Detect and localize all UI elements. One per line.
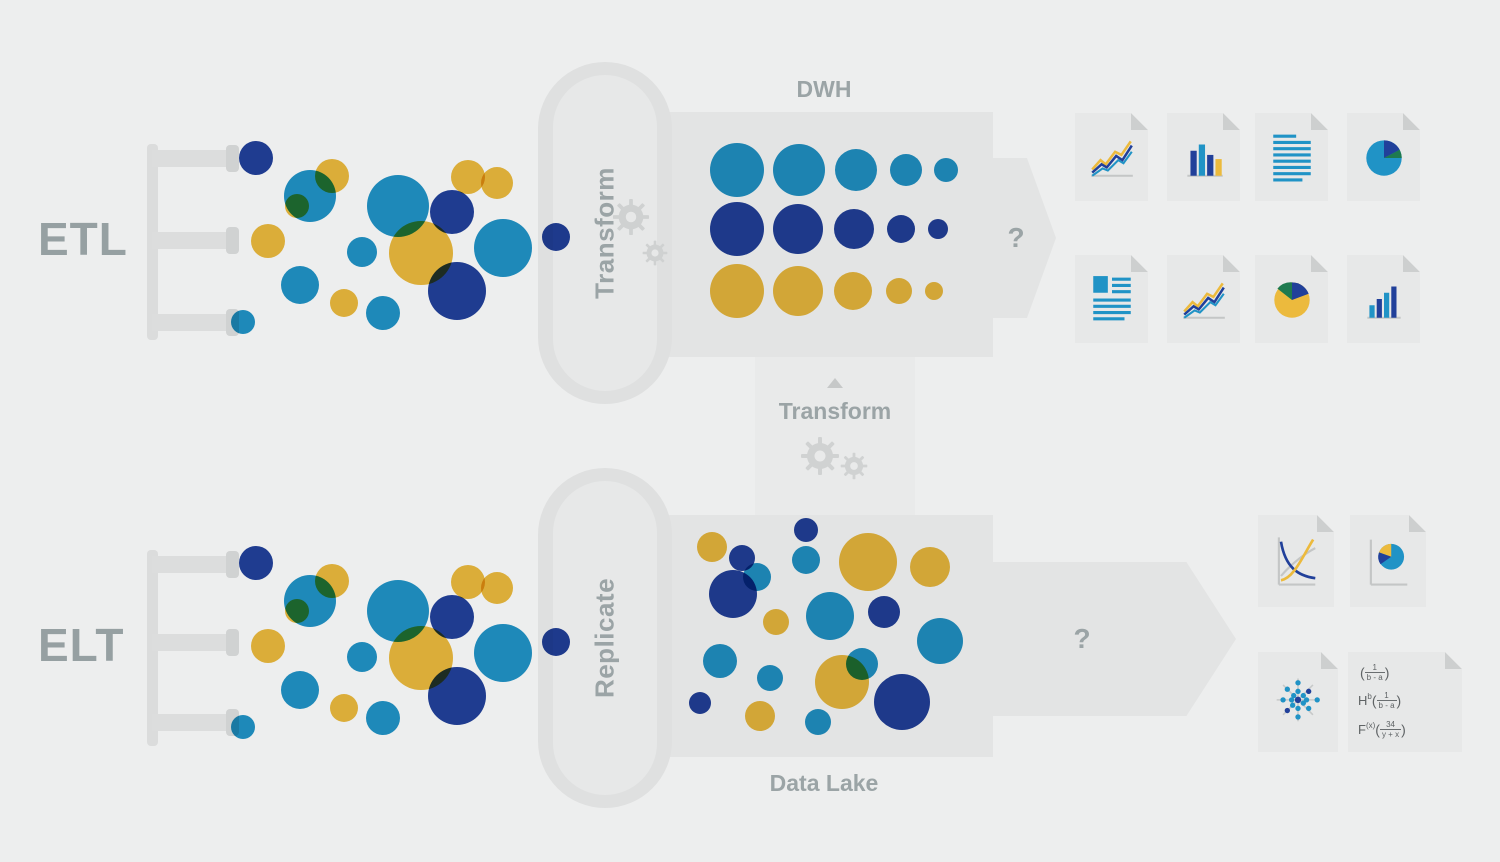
text-lines-icon: [1255, 113, 1328, 201]
gear-icon: [801, 437, 839, 475]
middle-transform-label: Transform: [778, 398, 892, 424]
doc-radial-scatter: [1258, 652, 1338, 752]
data-circle-blue: [281, 266, 319, 304]
data-circle-blue: [284, 575, 336, 627]
data-circle-navy: [428, 667, 486, 725]
doc-pie-chart-yellow: [1255, 255, 1328, 343]
data-circle-navy: [430, 595, 474, 639]
doc-scatter-pie: [1350, 515, 1426, 607]
etl-source-pipe-cap: [226, 145, 239, 172]
elt-funnel: Replicate: [538, 468, 672, 808]
data-circle-blue: [347, 237, 377, 267]
elt-funnel-face: [553, 481, 657, 795]
bar-chart-icon: [1347, 255, 1420, 343]
data-circle-navy: [239, 141, 273, 175]
doc-bar-chart-blue: [1347, 255, 1420, 343]
data-lake-label: Data Lake: [769, 770, 879, 796]
data-circle-yellow: [285, 599, 309, 623]
pie-chart-icon: [1347, 113, 1420, 201]
dwh-container: [655, 112, 993, 357]
bar-chart-icon: [1167, 113, 1240, 201]
etl-source-pipe: [152, 150, 228, 167]
gear-icon: [840, 452, 868, 480]
data-circle-yellow: [481, 167, 513, 199]
data-circle-blue: [474, 219, 532, 277]
gear-icon: [612, 198, 650, 236]
pie-chart-icon: [1255, 255, 1328, 343]
data-circle-blue: [474, 624, 532, 682]
data-circle-yellow: [451, 565, 485, 599]
doc-pie-chart-blue: [1347, 113, 1420, 201]
etl-title: ETL: [38, 213, 128, 265]
data-circle-navy: [430, 190, 474, 234]
data-circle-yellow: [285, 194, 309, 218]
radial-scatter-icon: [1258, 652, 1338, 752]
data-circle-yellow: [251, 224, 285, 258]
elt-source-pipe-cap: [226, 709, 239, 736]
elt-source-pipe: [152, 634, 228, 651]
doc-curves-chart: [1258, 515, 1334, 607]
doc-text-lines: [1255, 113, 1328, 201]
data-circle-yellow: [330, 694, 358, 722]
etl-source-pipe-cap: [226, 227, 239, 254]
data-circle-blue: [281, 671, 319, 709]
data-circle-yellow: [315, 564, 349, 598]
data-lake-container: [655, 515, 993, 757]
data-circle-blue: [347, 642, 377, 672]
data-circle-yellow: [481, 572, 513, 604]
data-circle-yellow: [330, 289, 358, 317]
data-circle-yellow: [389, 626, 453, 690]
doc-line-chart: [1075, 113, 1148, 201]
etl-source-pipe: [152, 314, 228, 331]
elt-source-pipe: [152, 556, 228, 573]
etl-source-pipe-cap: [226, 309, 239, 336]
curves-chart-icon: [1258, 515, 1334, 607]
etl-funnel: Transform: [538, 62, 672, 404]
scatter-pie-icon: [1350, 515, 1426, 607]
arrow-up-icon: [827, 378, 843, 388]
elt-title: ELT: [38, 619, 125, 671]
data-circle-yellow: [315, 159, 349, 193]
etl-funnel-face: [553, 75, 657, 391]
transform-connector: [755, 350, 915, 518]
data-circle-blue: [366, 296, 400, 330]
etl-output-arrow: ?: [990, 158, 1056, 318]
elt-output-arrow: ?: [988, 562, 1236, 716]
text-block-icon: [1075, 255, 1148, 343]
doc-bar-chart: [1167, 113, 1240, 201]
etl-source-pipe: [152, 232, 228, 249]
data-circle-blue: [284, 170, 336, 222]
data-circle-navy: [239, 546, 273, 580]
elt-source-pipe: [152, 714, 228, 731]
line-chart-icon: [1167, 255, 1240, 343]
data-circle-yellow: [451, 160, 485, 194]
doc-text-block: [1075, 255, 1148, 343]
elt-source-pipe-cap: [226, 551, 239, 578]
data-circle-blue: [367, 580, 429, 642]
elt-funnel-label: Replicate: [589, 577, 620, 699]
elt-source-pipe-cap: [226, 629, 239, 656]
doc-line-chart: [1167, 255, 1240, 343]
data-circle-yellow: [389, 221, 453, 285]
data-circle-navy: [428, 262, 486, 320]
data-circle-blue: [367, 175, 429, 237]
gear-icon: [642, 240, 668, 266]
data-circle-blue: [366, 701, 400, 735]
dwh-label: DWH: [796, 76, 852, 102]
line-chart-icon: [1075, 113, 1148, 201]
data-circle-yellow: [251, 629, 285, 663]
